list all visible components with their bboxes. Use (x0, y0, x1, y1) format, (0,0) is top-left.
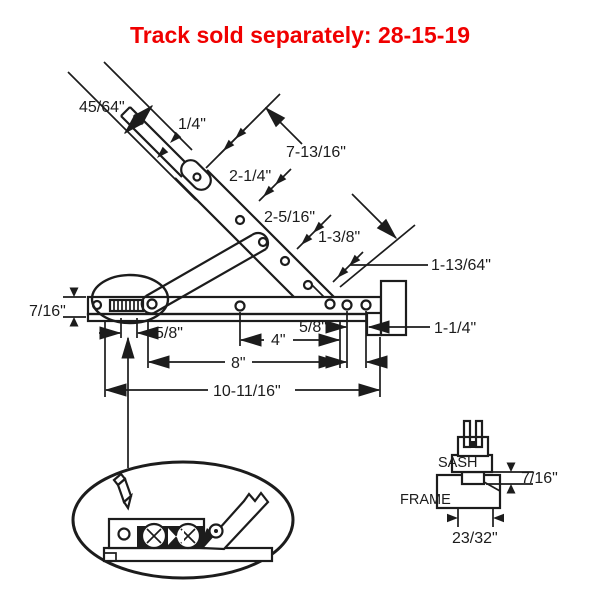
dim-hole-spacing-2-label: 2-5/16" (264, 209, 315, 226)
dim-bracket-offset-label: 1-1/4" (434, 320, 476, 337)
dim-tip-offset-label: 1/4" (178, 116, 206, 133)
dim-bracket-offset: 1-1/4" (367, 320, 476, 337)
dim-hole-span-label: 8" (231, 355, 246, 372)
track (86, 279, 408, 337)
dim-center-span-label: 4" (271, 332, 286, 349)
serrated-block (108, 298, 145, 313)
dim-shoe-offset-label: 5/8" (299, 319, 327, 336)
dim-frame-width-label: 23/32" (452, 530, 498, 547)
detail-view (71, 460, 295, 580)
dim-pivot-offset-label: 5/8" (155, 325, 183, 342)
dim-track-length-label: 10-11/16" (213, 383, 281, 400)
dim-hole-spacing-2: 2-5/16" (258, 168, 315, 226)
dim-center-span: 4" (239, 332, 341, 349)
dim-arm-length-label: 7-13/16" (286, 144, 346, 161)
dim-hole-spacing-1-label: 2-1/4" (229, 168, 271, 185)
dim-overlap: 7/16" (486, 462, 558, 494)
dim-track-height: 7/16" (29, 287, 86, 327)
dim-end-offset-label: 1-13/64" (431, 257, 491, 274)
dim-pivot-offset: 5/8" (99, 325, 183, 342)
detail-callout (90, 273, 170, 325)
dim-hole-spacing-3-label: 1-3/8" (318, 229, 360, 246)
dim-track-height-label: 7/16" (29, 303, 66, 320)
dim-overlap-label: 7/16" (521, 470, 558, 487)
dim-tip-offset: 1/4" (157, 116, 206, 158)
dim-hole-spacing-3: 1-3/8" (296, 214, 360, 250)
dim-hole-spacing-1: 2-1/4" (218, 125, 271, 185)
support-arm (140, 231, 270, 315)
sash-arm (120, 106, 335, 298)
sash-profile (450, 419, 494, 486)
dim-end-offset: 1-13/64" (332, 251, 491, 283)
dim-arm-length: 7-13/16" (205, 93, 416, 288)
dim-frame-width: 23/32" (447, 508, 504, 547)
frame-label: FRAME (400, 492, 451, 508)
shoe-connector (365, 311, 383, 337)
diagram-title: Track sold separately: 28-15-19 (129, 22, 471, 48)
dim-tip-width-label: 45/64" (79, 99, 125, 116)
rivet-holes (91, 172, 372, 312)
sash-label: SASH (438, 455, 478, 471)
rivet-pin-icon (112, 472, 133, 511)
sash-frame-section: SASH FRAME 7/16" 23/32" (400, 419, 558, 547)
dim-track-length: 10-11/16" (104, 383, 381, 400)
dim-hole-span: 8" (147, 355, 341, 372)
